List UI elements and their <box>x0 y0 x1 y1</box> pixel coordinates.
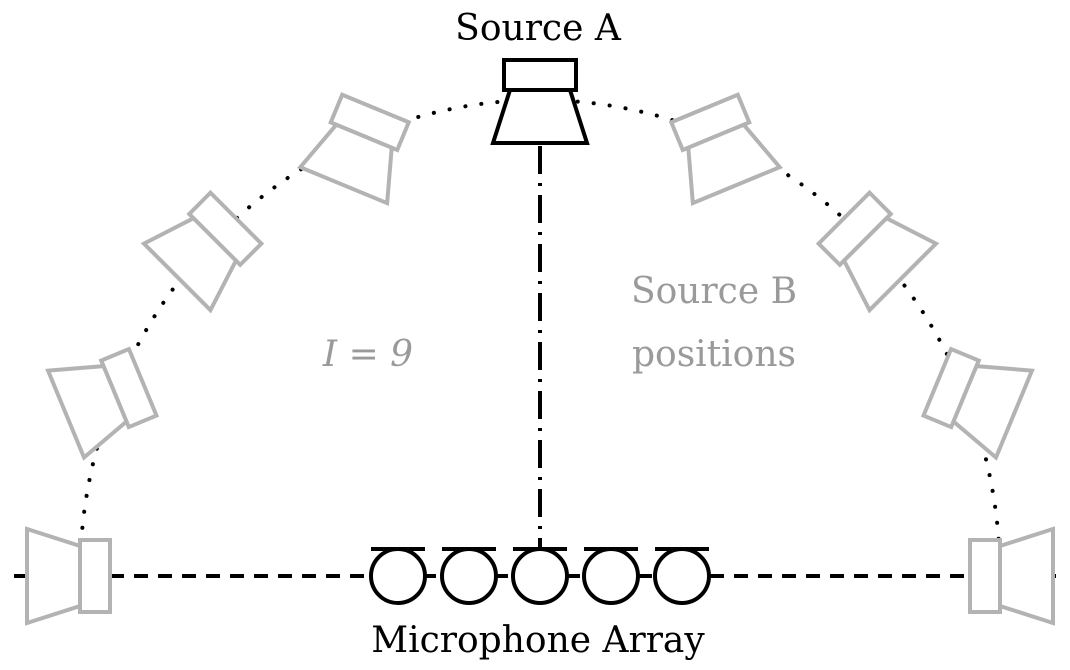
source-b-speaker <box>668 92 784 207</box>
microphone-array <box>369 547 711 605</box>
source-b-cone <box>998 526 1055 626</box>
source-a-label: Source A <box>455 8 622 49</box>
source-b-speakers <box>25 92 1055 626</box>
source-b-label-line2: positions <box>632 334 796 375</box>
source-b-label-line1: Source B <box>631 271 797 312</box>
source-b-magnet <box>968 538 1002 614</box>
source-a-speaker <box>490 58 590 145</box>
source-b-speaker <box>815 189 940 314</box>
source-b-speaker <box>45 346 160 461</box>
source-a-magnet <box>502 58 578 92</box>
microphone <box>369 547 427 605</box>
source-b-speaker <box>25 526 112 626</box>
microphone <box>511 547 569 605</box>
source-b-speaker <box>296 92 412 207</box>
microphone <box>440 547 498 605</box>
source-b-speaker <box>968 526 1055 626</box>
source-b-cone <box>841 215 940 314</box>
source-b-cone <box>951 363 1035 461</box>
microphone <box>653 547 711 605</box>
microphone-array-label: Microphone Array <box>371 620 705 661</box>
microphone <box>582 547 640 605</box>
source-b-cone <box>25 526 82 626</box>
source-b-speaker <box>140 189 265 314</box>
source-b-cone <box>296 122 394 207</box>
source-b-cone <box>45 363 129 461</box>
source-a-cone <box>490 88 590 145</box>
source-b-speaker <box>920 346 1035 461</box>
source-b-cone <box>686 122 784 207</box>
source-b-cone <box>140 215 239 314</box>
source-b-magnet <box>78 538 112 614</box>
source-count-label: I = 9 <box>322 334 413 375</box>
